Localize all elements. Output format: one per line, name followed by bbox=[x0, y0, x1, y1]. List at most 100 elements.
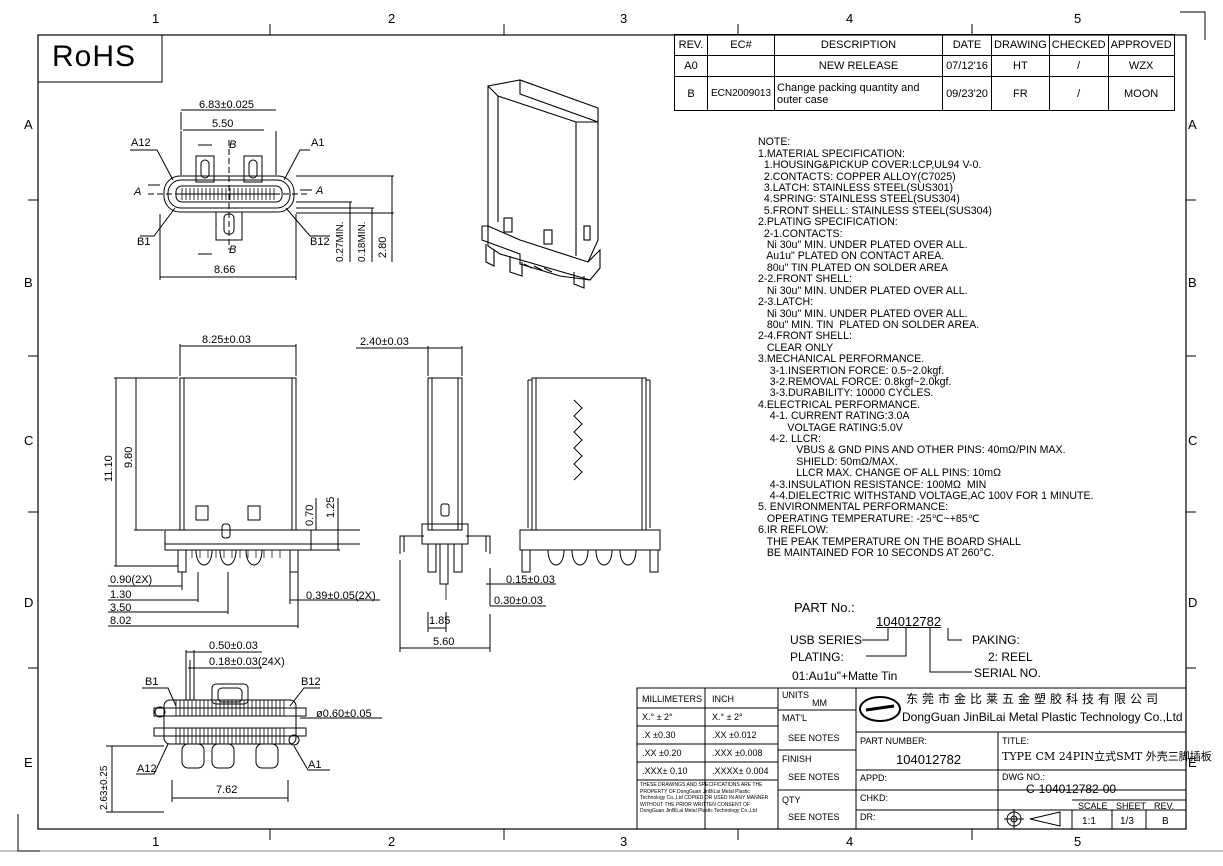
bottom-label-a12: A12 bbox=[137, 763, 157, 775]
note-line: THE PEAK TEMPERATURE ON THE BOARD SHALL bbox=[758, 535, 1021, 548]
note-line: 5. ENVIRONMENTAL PERFORMANCE: bbox=[758, 501, 949, 514]
note-line: Ni 30u" MIN. UNDER PLATED OVER ALL. bbox=[758, 239, 968, 252]
note-line: 1.MATERIAL SPECIFICATION: bbox=[758, 147, 905, 160]
note-line: 2-2.FRONT SHELL: bbox=[758, 273, 852, 286]
paking-label: PAKING: bbox=[972, 633, 1020, 647]
tol-in-2: .XXX ±0.008 bbox=[712, 748, 763, 758]
dim-280: 2.80 bbox=[377, 236, 389, 258]
dim-560: 5.60 bbox=[433, 636, 455, 648]
drawing-cell: FR bbox=[991, 76, 1050, 111]
tol-in-0: X.° ± 2° bbox=[712, 712, 743, 722]
matl-label: MAT'L bbox=[782, 713, 808, 723]
dim-762: 7.62 bbox=[216, 784, 238, 796]
checked-cell: / bbox=[1048, 76, 1109, 111]
note-line: 2-1.CONTACTS: bbox=[758, 227, 843, 240]
part-no-number: 104012782 bbox=[876, 614, 942, 629]
note-line: VOLTAGE RATING:5.0V bbox=[758, 421, 903, 434]
note-line: 4-3.INSULATION RESISTANCE: 100MΩ MIN bbox=[758, 478, 987, 491]
section-a-left: A bbox=[134, 186, 142, 198]
scale-value: 1:1 bbox=[1082, 816, 1096, 827]
note-line: 4.SPRING: STAINLESS STEEL(SUS304) bbox=[758, 193, 960, 206]
tol-mm-3: .XXX± 0.10 bbox=[642, 766, 688, 776]
rev-cell: B bbox=[674, 76, 708, 111]
note-line: 2-4.FRONT SHELL: bbox=[758, 330, 852, 343]
description-header: DESCRIPTION bbox=[774, 34, 943, 56]
note-line: 4-4.DIELECTRIC WITHSTAND VOLTAGE,AC 100V… bbox=[758, 490, 1094, 502]
dim-090: 0.90(2X) bbox=[110, 574, 153, 586]
note-line: Au1u" PLATED ON CONTACT AREA. bbox=[758, 250, 945, 263]
note-line: 3.LATCH: STAINLESS STEEL(SUS301) bbox=[758, 182, 954, 195]
zone-left-e: E bbox=[24, 755, 33, 770]
dim-030: 0.30±0.03 bbox=[494, 595, 543, 607]
dim-018: 0.18MIN. bbox=[357, 221, 368, 262]
approved-cell: WZX bbox=[1107, 55, 1175, 77]
sheet-label: SHEET bbox=[1116, 801, 1147, 811]
dim-866: 8.66 bbox=[214, 264, 236, 276]
dim-width-inner: 5.50 bbox=[212, 118, 234, 130]
date-cell: 09/23'20 bbox=[942, 76, 992, 111]
note-line: 3.MECHANICAL PERFORMANCE. bbox=[758, 353, 925, 366]
section-b-bottom: B bbox=[229, 244, 237, 256]
date-cell: 07/12'16 bbox=[942, 55, 992, 77]
revision-row: B ECN2009013 Change packing quantity and… bbox=[674, 76, 1175, 111]
zone-right-e: E bbox=[1188, 755, 1197, 770]
note-line: NOTE: bbox=[758, 136, 791, 149]
zone-left-b: B bbox=[24, 275, 33, 290]
dim-825: 8.25±0.03 bbox=[202, 334, 251, 346]
part-number-leaders bbox=[862, 628, 972, 673]
note-line: 2.PLATING SPECIFICATION: bbox=[758, 216, 898, 229]
bottom-label-b12: B12 bbox=[301, 676, 321, 688]
company-name-cn: 东莞市金比莱五金塑胶科技有限公司 bbox=[906, 692, 1163, 706]
dim-phi: ø0.60±0.05 bbox=[316, 708, 372, 720]
label-a1: A1 bbox=[311, 137, 325, 149]
note-line: CLEAR ONLY bbox=[758, 341, 834, 354]
dim-980: 9.80 bbox=[123, 446, 135, 468]
tol-mm-2: .XX ±0.20 bbox=[642, 748, 682, 758]
millimeters-header: MILLIMETERS bbox=[642, 694, 703, 704]
finish-value: SEE NOTES bbox=[788, 772, 840, 782]
part-number-value: 104012782 bbox=[896, 752, 962, 767]
usb-series-label: USB SERIES bbox=[790, 633, 863, 647]
rev-cell: A0 bbox=[674, 55, 708, 77]
date-header: DATE bbox=[942, 34, 992, 56]
isometric-view-drawing bbox=[481, 79, 601, 289]
zone-left-a: A bbox=[24, 117, 33, 132]
dwg-no-label: DWG NO.: bbox=[1002, 772, 1045, 782]
note-line: 2-3.LATCH: bbox=[758, 296, 814, 309]
section-a-right: A bbox=[316, 185, 324, 197]
approved-header: APPROVED bbox=[1107, 34, 1175, 56]
paking-value: 2: REEL bbox=[988, 650, 1033, 664]
note-line: 6.IR REFLOW: bbox=[758, 524, 829, 537]
description-cell: NEW RELEASE bbox=[774, 55, 943, 77]
note-line: 3-2.REMOVAL FORCE: 0.8kgf~2.0kgf. bbox=[758, 375, 952, 388]
tol-mm-1: .X ±0.30 bbox=[642, 730, 676, 740]
zone-bottom-2: 2 bbox=[388, 834, 396, 849]
description-cell: Change packing quantity and outer case bbox=[774, 76, 943, 111]
sheet-value: 1/3 bbox=[1120, 816, 1134, 827]
appd-label: APPD: bbox=[860, 773, 888, 783]
zone-bottom-3: 3 bbox=[620, 834, 628, 849]
label-b1: B1 bbox=[137, 236, 151, 248]
section-b-top: B bbox=[229, 139, 237, 151]
notes-block: NOTE:1.MATERIAL SPECIFICATION: 1.HOUSING… bbox=[758, 126, 1094, 571]
revision-table: REV. EC# DESCRIPTION DATE DRAWING CHECKE… bbox=[674, 34, 1175, 111]
zone-right-c: C bbox=[1188, 433, 1198, 448]
zone-top-3: 3 bbox=[620, 11, 628, 26]
dim-width-outer: 6.83±0.025 bbox=[199, 99, 254, 111]
note-line: Ni 30u" MIN. UNDER PLATED OVER ALL. bbox=[758, 307, 968, 320]
ec-cell bbox=[707, 55, 775, 77]
tol-in-1: .XX ±0.012 bbox=[712, 730, 757, 740]
tol-in-3: .XXXX± 0.004 bbox=[712, 766, 769, 776]
note-line: 3-3.DURABILITY: 10000 CYCLES. bbox=[758, 387, 934, 400]
units-value: MM bbox=[812, 698, 827, 708]
qty-value: SEE NOTES bbox=[788, 812, 840, 822]
plating-value: 01:Au1u"+Matte Tin bbox=[792, 669, 898, 683]
drawing-header: DRAWING bbox=[991, 34, 1050, 56]
finish-label: FINISH bbox=[782, 754, 812, 764]
part-no-label: PART No.: bbox=[794, 600, 855, 615]
zone-top-1: 1 bbox=[152, 11, 160, 26]
rear-view-drawing bbox=[519, 377, 661, 573]
rev-header: REV. bbox=[674, 34, 708, 56]
label-a12: A12 bbox=[131, 137, 151, 149]
chkd-label: CHKD: bbox=[860, 793, 889, 803]
